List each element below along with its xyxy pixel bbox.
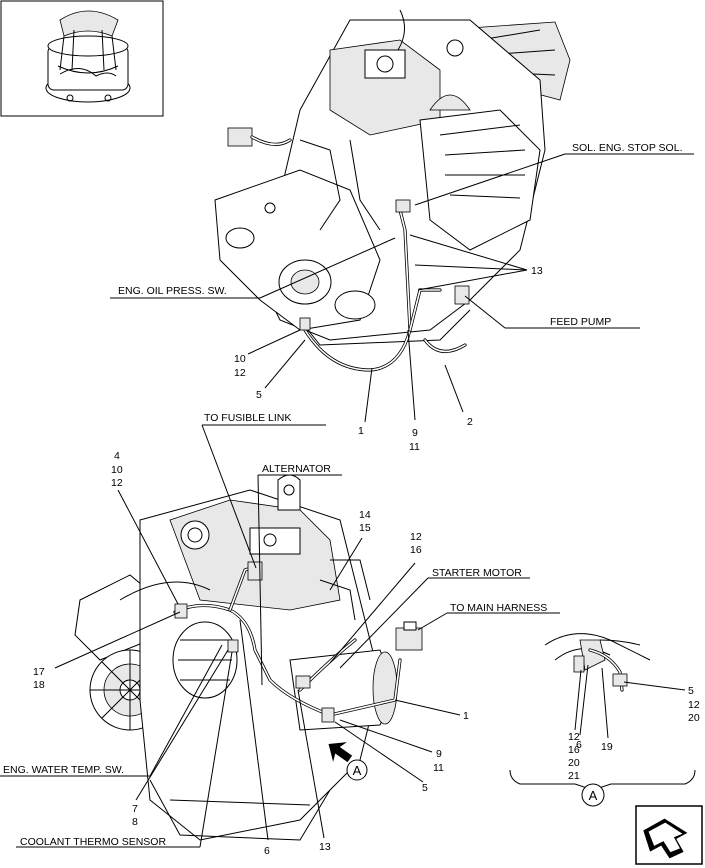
lower-engine-illustration	[74, 474, 423, 841]
callout-labels: SOL. ENG. STOP SOL. ENG. OIL PRESS. SW. …	[3, 142, 683, 848]
item-number: 1	[463, 710, 469, 722]
item-number: 20	[688, 712, 700, 724]
upper-leader-lines	[110, 153, 694, 423]
item-number: 19	[601, 741, 613, 753]
label-starter-motor: STARTER MOTOR	[432, 567, 522, 579]
view-a-arrow-icon: A	[328, 742, 368, 781]
label-eng-oil-press: ENG. OIL PRESS. SW.	[118, 285, 227, 297]
item-number: 5	[256, 389, 262, 401]
item-number: 21	[568, 770, 580, 782]
label-feed-pump: FEED PUMP	[550, 316, 611, 328]
item-number: 6	[264, 845, 270, 857]
detail-a-label: A	[589, 788, 598, 803]
item-number: 12	[111, 477, 123, 489]
label-to-main-harness: TO MAIN HARNESS	[450, 602, 547, 614]
item-number: 12	[568, 731, 580, 743]
item-number: 11	[433, 762, 444, 774]
upper-engine-illustration	[214, 9, 571, 372]
item-number: 4	[114, 450, 120, 462]
item-number: 17	[33, 666, 45, 678]
item-number: 15	[359, 522, 371, 534]
label-sol-eng-stop: SOL. ENG. STOP SOL.	[572, 142, 683, 154]
label-alternator: ALTERNATOR	[262, 463, 331, 475]
label-eng-water-temp: ENG. WATER TEMP. SW.	[3, 764, 124, 776]
item-number: 18	[33, 679, 45, 691]
item-number: 9	[412, 427, 418, 439]
item-number: 12	[234, 367, 246, 379]
item-number: 2	[467, 416, 473, 428]
item-number: 20	[568, 757, 580, 769]
item-number: 10	[234, 353, 246, 365]
item-number: 14	[359, 509, 371, 521]
label-to-fusible-link: TO FUSIBLE LINK	[204, 412, 291, 424]
item-numbers: 13 10 12 5 1 9 11 2 4 10 12 14 15 12 16 …	[33, 265, 700, 857]
item-number: 8	[132, 816, 138, 828]
lower-leader-lines	[0, 424, 560, 848]
item-number: 13	[531, 265, 543, 277]
item-number: 12	[410, 531, 422, 543]
item-number: 6	[576, 739, 582, 751]
item-number: 5	[688, 685, 694, 697]
item-number: 16	[410, 544, 422, 556]
item-number: 10	[111, 464, 123, 476]
item-number: 9	[436, 748, 442, 760]
machine-thumbnail-icon[interactable]	[0, 0, 164, 117]
detail-a-illustration: A	[509, 633, 696, 807]
item-number: 5	[422, 782, 428, 794]
item-number: 12	[688, 699, 700, 711]
view-a-label: A	[353, 763, 362, 778]
item-number: 16	[568, 744, 580, 756]
next-page-arrow-icon[interactable]	[635, 805, 703, 865]
item-number: 11	[409, 441, 420, 453]
label-coolant-thermo: COOLANT THERMO SENSOR	[20, 836, 166, 848]
item-number: 1	[358, 425, 364, 437]
item-number: 13	[319, 841, 331, 853]
item-number: 7	[132, 803, 138, 815]
